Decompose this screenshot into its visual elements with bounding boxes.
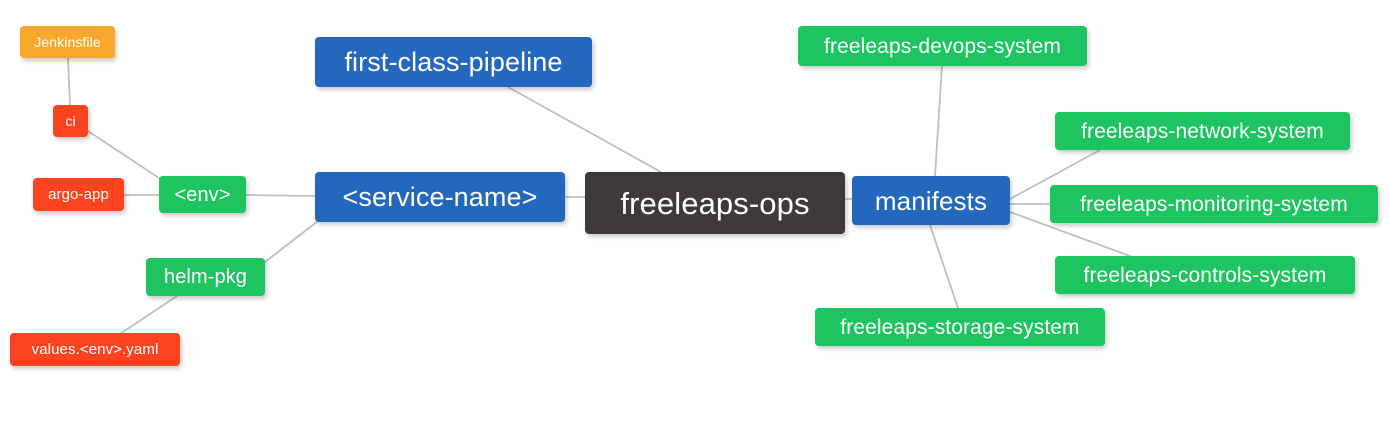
node-freeleaps-controls-system[interactable]: freeleaps-controls-system bbox=[1055, 256, 1355, 294]
node-ci[interactable]: ci bbox=[53, 105, 88, 137]
node-freeleaps-ops[interactable]: freeleaps-ops bbox=[585, 172, 845, 234]
edge-env-service-name bbox=[245, 194, 316, 197]
node-argo-app[interactable]: argo-app bbox=[33, 178, 124, 211]
node-values-env-yaml[interactable]: values.<env>.yaml bbox=[10, 333, 180, 366]
node-freeleaps-devops-system[interactable]: freeleaps-devops-system bbox=[798, 26, 1087, 66]
edge-manifests-storage bbox=[929, 224, 959, 309]
node-helm-pkg[interactable]: helm-pkg bbox=[146, 258, 265, 296]
node-jenkinsfile[interactable]: Jenkinsfile bbox=[20, 26, 115, 58]
edge-helm-pkg-values bbox=[119, 295, 178, 335]
edge-service-name-helm-pkg bbox=[264, 220, 319, 263]
node-label: <service-name> bbox=[342, 181, 538, 212]
node-freeleaps-monitoring-system[interactable]: freeleaps-monitoring-system bbox=[1050, 185, 1378, 223]
node-label: freeleaps-devops-system bbox=[824, 34, 1061, 58]
node-label: argo-app bbox=[48, 186, 109, 203]
node-label: Jenkinsfile bbox=[34, 34, 101, 50]
node-freeleaps-storage-system[interactable]: freeleaps-storage-system bbox=[815, 308, 1105, 346]
node-freeleaps-network-system[interactable]: freeleaps-network-system bbox=[1055, 112, 1350, 150]
node-label: manifests bbox=[874, 185, 988, 216]
node-label: freeleaps-network-system bbox=[1081, 119, 1324, 143]
edge-manifests-devops bbox=[934, 65, 943, 177]
node-label: ci bbox=[65, 113, 76, 129]
node-manifests[interactable]: manifests bbox=[852, 176, 1010, 225]
node-label: freeleaps-storage-system bbox=[840, 315, 1080, 339]
node-label: freeleaps-controls-system bbox=[1083, 263, 1327, 287]
node-first-class-pipeline[interactable]: first-class-pipeline bbox=[315, 37, 592, 87]
node-label: freeleaps-ops bbox=[620, 185, 810, 221]
node-label: <env> bbox=[174, 183, 231, 206]
node-label: first-class-pipeline bbox=[344, 46, 563, 77]
edge-jenkinsfile-ci bbox=[67, 57, 71, 106]
edge-ci-env bbox=[87, 130, 163, 181]
node-service-name[interactable]: <service-name> bbox=[315, 172, 565, 222]
edge-first-class-pipeline-ops bbox=[507, 86, 662, 173]
node-label: freeleaps-monitoring-system bbox=[1080, 192, 1348, 216]
node-label: values.<env>.yaml bbox=[31, 341, 159, 358]
node-env[interactable]: <env> bbox=[159, 176, 246, 213]
node-label: helm-pkg bbox=[163, 266, 248, 288]
